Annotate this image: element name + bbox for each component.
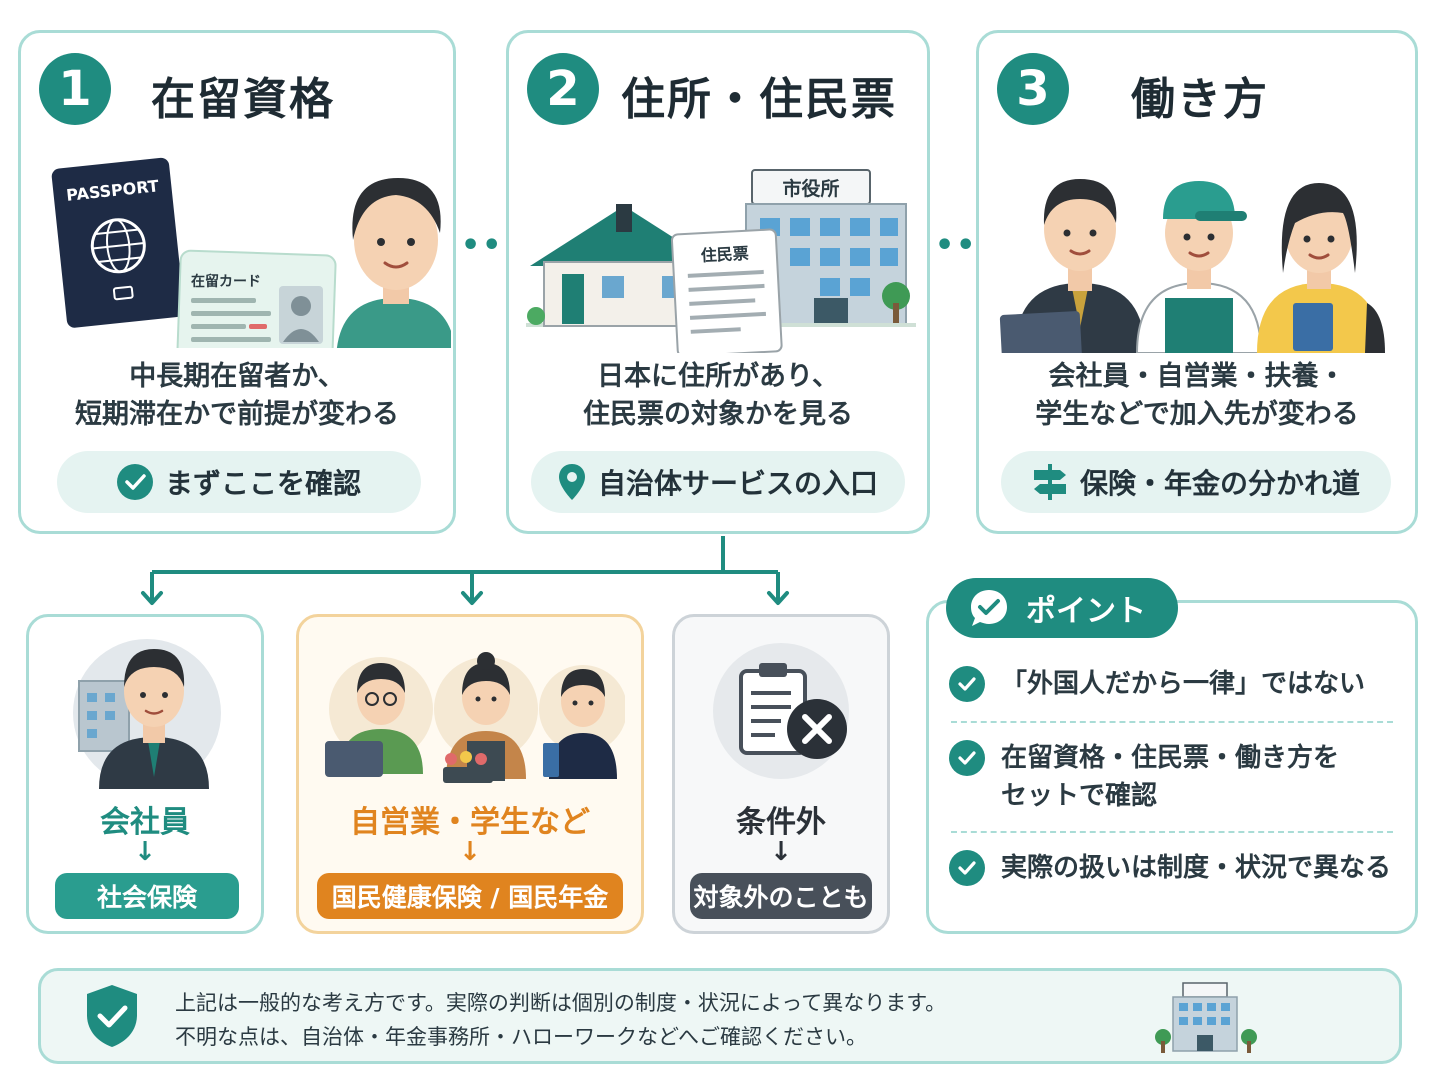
outcome-tag-national-insurance: 国民健康保険 / 国民年金 — [317, 873, 623, 919]
outcome-tag-not-covered: 対象外のことも — [690, 873, 872, 919]
municipal-services-pill: 自治体サービスの入口 — [531, 451, 905, 513]
card-description-line-2: 短期滞在かで前提が変わる — [75, 399, 399, 430]
check-circle-icon — [949, 740, 985, 776]
outcome-out-of-scope: 条件外 ↓ 対象外のことも — [672, 614, 890, 934]
points-panel: 「外国人だから一律」ではない 在留資格・住民票・働き方をセットで確認 実際の扱い… — [926, 600, 1418, 934]
check-circle-icon — [949, 666, 985, 702]
point-text-line-2: セットで確認 — [1001, 781, 1158, 811]
card-work-style: 3 働き方 会社員・自営業・扶養・ 学生などで加入先が変わる 保険・年金の分かれ… — [976, 30, 1418, 534]
card-description-line-2: 学生などで加入先が変わる — [1035, 399, 1359, 430]
city-hall-sign: 市役所 — [782, 177, 839, 200]
house-and-city-hall-illustration: 市役所 住民票 — [526, 169, 916, 353]
note-line-2: 不明な点は、自治体・年金事務所・ハローワークなどへご確認ください。 — [175, 1025, 867, 1049]
outcome-self-employed-students: 自営業・学生など ↓ 国民健康保険 / 国民年金 — [296, 614, 644, 934]
step-number-3: 3 — [997, 53, 1069, 125]
signpost-icon — [1033, 464, 1066, 500]
down-arrow-icon: ↓ — [770, 837, 792, 867]
card-title: 在留資格 — [151, 74, 335, 125]
shield-check-icon — [87, 985, 137, 1047]
point-text-line-1: 在留資格・住民票・働き方を — [1001, 743, 1340, 773]
point-text: 「外国人だから一律」ではない — [1001, 669, 1366, 699]
down-arrow-icon: ↓ — [134, 837, 156, 867]
office-building-icon — [1155, 982, 1257, 1053]
self-employed-and-student-illustration — [325, 652, 625, 783]
disclaimer-note: 上記は一般的な考え方です。実際の判断は個別の制度・状況によって異なります。 不明… — [38, 968, 1402, 1064]
step-number-1: 1 — [39, 53, 111, 125]
card-description-line-1: 日本に住所があり、 — [597, 361, 839, 392]
step-number-2: 2 — [527, 53, 599, 125]
passport-and-residence-card-illustration: PASSPORT 在留カード — [51, 157, 451, 348]
point-item-2: 在留資格・住民票・働き方をセットで確認 — [949, 739, 1339, 815]
three-workers-illustration — [999, 179, 1385, 353]
outcome-label: 条件外 — [736, 805, 826, 840]
card-title: 働き方 — [1131, 74, 1269, 125]
divider — [951, 831, 1393, 833]
point-item-1: 「外国人だから一律」ではない — [949, 665, 1365, 703]
down-arrow-icon: ↓ — [459, 837, 481, 867]
clipboard-with-x-illustration — [713, 643, 849, 779]
point-text: 実際の扱いは制度・状況で異なる — [1001, 853, 1392, 883]
outcome-label: 会社員 — [100, 805, 190, 840]
points-header-label: ポイント — [1026, 594, 1146, 629]
confirm-first-pill: まずここを確認 — [57, 451, 421, 513]
card-title: 住所・住民票 — [621, 74, 897, 125]
outcome-label: 自営業・学生など — [350, 805, 590, 840]
resident-record-doc-label: 住民票 — [700, 244, 749, 265]
pill-label: 保険・年金の分かれ道 — [1079, 467, 1360, 500]
outcome-tag-social-insurance: 社会保険 — [55, 873, 239, 919]
point-item-3: 実際の扱いは制度・状況で異なる — [949, 849, 1391, 887]
point-text: 在留資格・住民票・働き方をセットで確認 — [1001, 739, 1339, 815]
outcome-employee: 会社員 ↓ 社会保険 — [26, 614, 264, 934]
company-employee-illustration — [73, 639, 221, 789]
residence-card-label: 在留カード — [191, 273, 261, 290]
points-header-tab: ポイント — [946, 578, 1178, 638]
pill-label: まずここを確認 — [164, 467, 361, 500]
card-description-line-2: 住民票の対象かを見る — [583, 399, 853, 430]
card-address-resident-record: 2 住所・住民票 市役所 住民票 日本に住所があり、 住民票の対象かを見る 自治… — [506, 30, 930, 534]
map-pin-icon — [558, 464, 585, 500]
card-description-line-1: 会社員・自営業・扶養・ — [1048, 361, 1346, 392]
card-description-line-1: 中長期在留者か、 — [129, 361, 345, 392]
check-circle-icon — [949, 850, 985, 886]
card-residence-status: 1 在留資格 PASSPORT 在留カード 中長期在留者か、 短期滞在かで前提 — [18, 30, 456, 534]
check-circle-icon — [116, 464, 153, 500]
pill-label: 自治体サービスの入口 — [597, 467, 878, 500]
insurance-pension-fork-pill: 保険・年金の分かれ道 — [1001, 451, 1391, 513]
note-line-1: 上記は一般的な考え方です。実際の判断は個別の制度・状況によって異なります。 — [175, 991, 947, 1015]
divider — [951, 721, 1393, 723]
check-speech-bubble-icon — [971, 590, 1007, 626]
